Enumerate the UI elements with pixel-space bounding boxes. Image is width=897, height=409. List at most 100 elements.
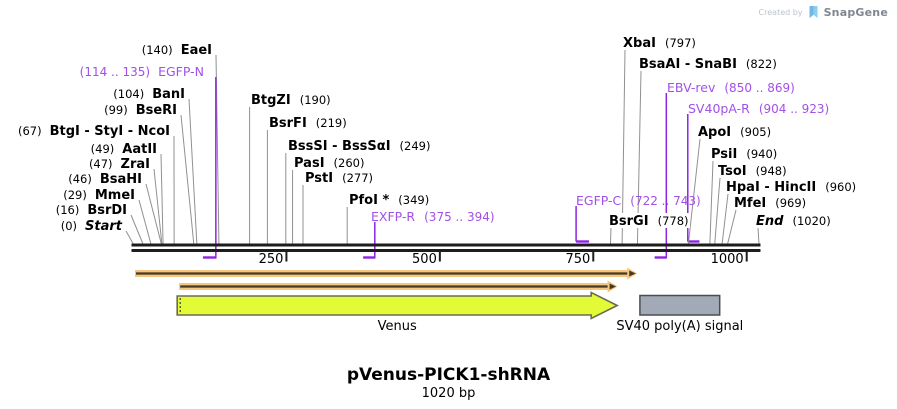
site-position: (960) <box>825 180 857 194</box>
restriction-site-label: (47) ZraI <box>87 156 151 172</box>
restriction-site-label: MfeI (969) <box>733 195 808 211</box>
primer-extension-arrowhead-core <box>629 270 636 277</box>
enzyme-name: EaeI <box>180 43 212 58</box>
site-position: (104) <box>113 87 145 101</box>
site-position: (797) <box>664 36 696 50</box>
watermark-brand-text: SnapGene <box>823 5 888 19</box>
enzyme-name: BtgZI <box>251 93 291 108</box>
site-connector <box>153 168 163 244</box>
enzyme-name: BsaAI - SnaBI <box>639 57 737 72</box>
site-connector <box>714 177 721 244</box>
restriction-site-label: BsaAI - SnaBI(822) <box>638 56 778 71</box>
plasmid-length: 1020 bp <box>421 386 476 401</box>
site-position: (47) <box>88 157 113 171</box>
site-connector <box>621 49 626 244</box>
site-position: (948) <box>755 164 787 178</box>
axis-tick-label: 250 <box>258 252 284 267</box>
restriction-site-label: (67) BtgI - StyI - NcoI <box>16 123 171 139</box>
restriction-site-label: (46) BsaHI <box>67 171 143 186</box>
restriction-site-label: XbaI (797) <box>622 35 697 50</box>
enzyme-name: BssSI - BssSαI <box>288 139 391 154</box>
primer-label: SV40pA-R (904 .. 923) <box>687 101 830 116</box>
enzyme-name: BanI <box>152 87 185 102</box>
site-position: (29) <box>63 188 87 202</box>
site-position: (277) <box>342 171 374 185</box>
site-position: (850 .. 869) <box>724 81 795 95</box>
site-position: (67) <box>17 124 42 138</box>
site-position: (219) <box>315 116 347 130</box>
restriction-site-label: (104) BanI <box>112 86 186 101</box>
watermark-created-by-text: Created by <box>758 7 803 17</box>
site-position: (0) <box>60 219 78 233</box>
site-position: (260) <box>333 156 365 170</box>
restriction-site-label: (29) MmeI <box>62 187 136 202</box>
site-connector <box>130 214 144 244</box>
site-connector <box>160 153 164 244</box>
primer-label: EXFP-R(375 .. 394) <box>370 209 496 224</box>
site-connector <box>145 183 162 244</box>
site-position: (249) <box>399 139 431 153</box>
restriction-site-label: PsiI (940) <box>710 146 779 162</box>
enzyme-name: HpaI - HincII <box>726 180 817 195</box>
restriction-site-label: PasI(260) <box>293 155 366 170</box>
site-connector <box>188 98 198 244</box>
primer-label: EGFP-C(722 .. 743) <box>575 193 702 208</box>
enzyme-name: ApoI <box>698 125 732 140</box>
enzyme-name: PfoI * <box>349 193 390 208</box>
site-position: (722 .. 743) <box>630 194 701 208</box>
enzyme-name: TsoI <box>718 164 747 179</box>
restriction-site-label: BsrGI (778) <box>608 213 690 228</box>
site-connector <box>138 199 152 244</box>
restriction-site-label: PfoI *(349) <box>348 192 431 208</box>
enzyme-name: Start <box>85 219 122 234</box>
site-position: (904 .. 923) <box>758 102 830 116</box>
site-position: (1020) <box>792 214 831 228</box>
site-position: (99) <box>104 103 128 117</box>
site-connector <box>757 227 760 244</box>
restriction-site-label: BsrFI(219) <box>268 115 348 130</box>
site-connector <box>125 230 134 244</box>
enzyme-name: PsiI <box>711 147 738 162</box>
site-position: (969) <box>775 196 807 210</box>
enzyme-name: BsrGI <box>609 214 649 229</box>
enzyme-name: XbaI <box>623 36 656 51</box>
sv40-polya-label: SV40 poly(A) signal <box>616 318 744 334</box>
enzyme-name: SV40pA-R <box>688 101 750 116</box>
axis-line-bottom <box>131 249 761 252</box>
enzyme-name: MfeI <box>734 196 767 211</box>
site-position: (46) <box>68 172 92 186</box>
enzyme-name: MmeI <box>94 188 135 203</box>
enzyme-name: AatII <box>122 142 157 157</box>
site-position: (778) <box>657 214 689 228</box>
primer-label: EBV-rev (850 .. 869) <box>666 80 796 95</box>
site-connector <box>721 193 729 244</box>
enzyme-name: ZraI <box>120 157 150 172</box>
site-connector <box>687 138 701 244</box>
site-position: (16) <box>55 203 80 217</box>
site-connector <box>609 227 612 244</box>
enzyme-name: BsaHI <box>99 172 142 187</box>
venus-label: Venus <box>377 319 417 334</box>
enzyme-name: BtgI - StyI - NcoI <box>49 124 170 139</box>
restriction-site-label: BtgZI(190) <box>250 92 332 107</box>
restriction-site-label: ApoI (905) <box>697 124 773 140</box>
site-position: (375 .. 394) <box>424 210 495 224</box>
primer-extension-arrowhead-core <box>609 283 617 290</box>
axis-tick-label: 750 <box>565 252 591 267</box>
site-position: (114 .. 135) <box>79 65 151 79</box>
snapgene-logo-icon <box>809 6 818 18</box>
enzyme-name: EBV-rev <box>667 80 716 95</box>
sv40-polya-box <box>639 294 721 316</box>
restriction-site-label: (0) Start <box>59 218 123 234</box>
site-position: (940) <box>746 147 778 161</box>
axis-tick-label: 1000 <box>710 252 744 267</box>
restriction-site-label: End(1020) <box>755 213 832 228</box>
restriction-site-label: BssSI - BssSαI (249) <box>287 138 432 154</box>
enzyme-name: BsrDI <box>87 203 127 218</box>
restriction-site-label: (16) BsrDI <box>54 202 128 218</box>
site-position: (905) <box>740 125 772 139</box>
restriction-site-label: (140)EaeI <box>140 42 213 58</box>
